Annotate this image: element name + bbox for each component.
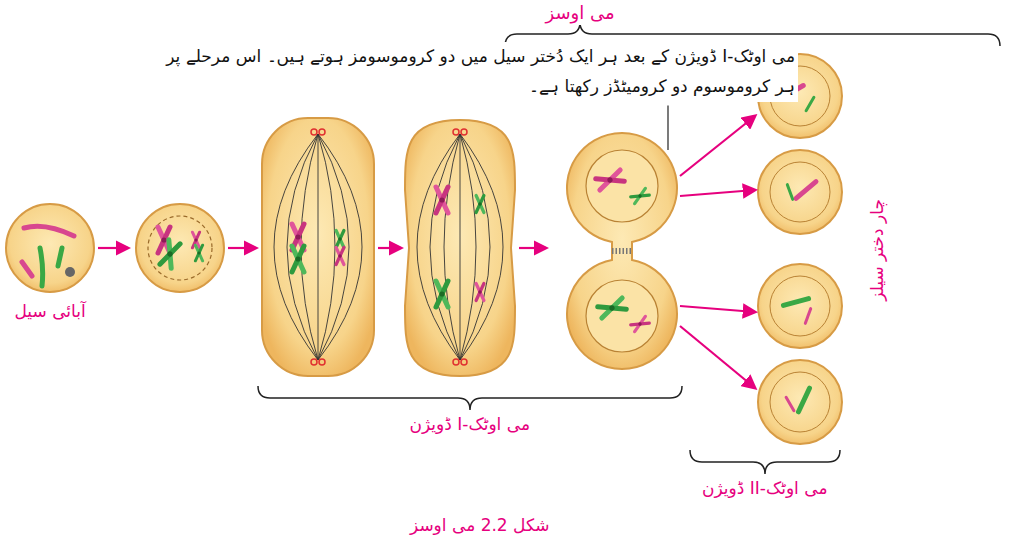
anaphase-cell — [460, 134, 490, 360]
anaphase-cell — [460, 134, 503, 360]
daughter-cells-label: چار دختر سیلز — [866, 196, 890, 304]
metaphase-cell — [311, 359, 317, 365]
telophase-cell — [598, 298, 627, 318]
daughter-cell — [758, 360, 842, 444]
meiosis-one-brace — [258, 386, 682, 410]
daughter-cell — [783, 299, 808, 306]
anaphase-cell — [476, 196, 484, 213]
stage-arrow — [680, 326, 755, 388]
anaphase-cell — [405, 120, 515, 376]
daughter-cell — [758, 264, 842, 348]
daughter-cell — [758, 360, 842, 444]
anaphase-cell — [417, 134, 503, 360]
telophase-cell — [631, 316, 650, 331]
anaphase-cell — [417, 134, 460, 360]
metaphase-cell — [319, 359, 325, 365]
daughter-cell — [796, 182, 816, 199]
anaphase-cell — [453, 129, 459, 135]
parent-cell — [58, 248, 62, 266]
metaphase-cell — [311, 129, 317, 135]
telophase-cell — [567, 133, 677, 369]
daughter-cell — [758, 150, 842, 234]
anaphase-cell — [461, 129, 467, 135]
daughter-cell — [786, 397, 794, 411]
telophase-cell — [612, 248, 632, 254]
metaphase-cell — [318, 134, 349, 360]
anaphase-cell — [476, 284, 484, 301]
parent-cell — [40, 248, 43, 286]
metaphase-cell — [292, 246, 304, 272]
prophase-cell — [136, 204, 224, 292]
anaphase-cell — [430, 134, 460, 360]
meiosis-two-brace — [690, 450, 840, 474]
daughter-cell — [758, 264, 842, 348]
anaphase-cell — [461, 359, 467, 365]
metaphase-cell — [336, 248, 344, 265]
parent-cell — [22, 262, 32, 276]
daughter-cell — [799, 388, 810, 412]
metaphase-cell — [336, 231, 344, 248]
anaphase-cell — [436, 281, 448, 307]
figure-caption: شکل 2.2 می اوسز — [407, 514, 553, 538]
metaphase-cell — [319, 129, 325, 135]
stage-arrow — [228, 247, 256, 249]
daughter-cell — [806, 97, 814, 111]
parent-cell — [6, 204, 94, 292]
prophase-cell — [160, 240, 180, 269]
leader-line — [667, 106, 668, 151]
anaphase-cell — [453, 359, 459, 365]
telophase-cell — [596, 170, 625, 190]
anaphase-cell — [444, 134, 460, 360]
daughter-cell — [805, 309, 810, 324]
stage-arrow — [98, 247, 128, 249]
meiosis-label: می اوسز — [543, 0, 618, 25]
parent-cell — [65, 267, 75, 277]
parent-cell — [6, 204, 94, 292]
note-text: می اوٹک-I ڈویژن کے بعد ہر ایک دُختر سیل … — [152, 42, 798, 102]
anaphase-cell — [460, 134, 476, 360]
daughter-cell — [770, 162, 830, 222]
daughter-cell — [787, 185, 792, 200]
prophase-cell — [195, 245, 202, 261]
anaphase-cell — [460, 134, 461, 360]
division-label: می اوٹک-I ڈویژن — [407, 413, 534, 437]
stage-arrow — [98, 116, 755, 388]
metaphase-cell — [318, 134, 335, 360]
anaphase-cell — [436, 187, 448, 213]
daughter-cell — [770, 276, 830, 336]
metaphase-cell — [274, 134, 318, 360]
prophase-cell — [148, 216, 212, 280]
anaphase-cell — [405, 120, 515, 376]
metaphase-cell — [318, 134, 362, 360]
division-label: می اوٹک-II ڈویژن — [699, 477, 831, 501]
metaphase-cell — [262, 118, 374, 376]
metaphase-cell — [318, 134, 319, 360]
parent-cell-label: آبائی سیل — [12, 300, 89, 324]
metaphase-cell — [287, 134, 318, 360]
stage-arrow — [378, 247, 401, 249]
stage-arrow — [680, 190, 755, 196]
daughter-cell — [770, 372, 830, 432]
stage-arrow — [680, 306, 755, 312]
daughter-cell — [758, 150, 842, 234]
metaphase-cell — [274, 134, 362, 360]
stage-arrow — [680, 116, 755, 176]
prophase-cell — [136, 204, 224, 292]
telophase-cell — [586, 150, 658, 222]
telophase-cell — [567, 133, 677, 369]
stage-arrow — [519, 247, 546, 249]
parent-cell — [24, 226, 74, 236]
metaphase-cell — [262, 118, 374, 376]
telophase-cell — [586, 280, 658, 352]
telophase-cell — [631, 188, 650, 203]
